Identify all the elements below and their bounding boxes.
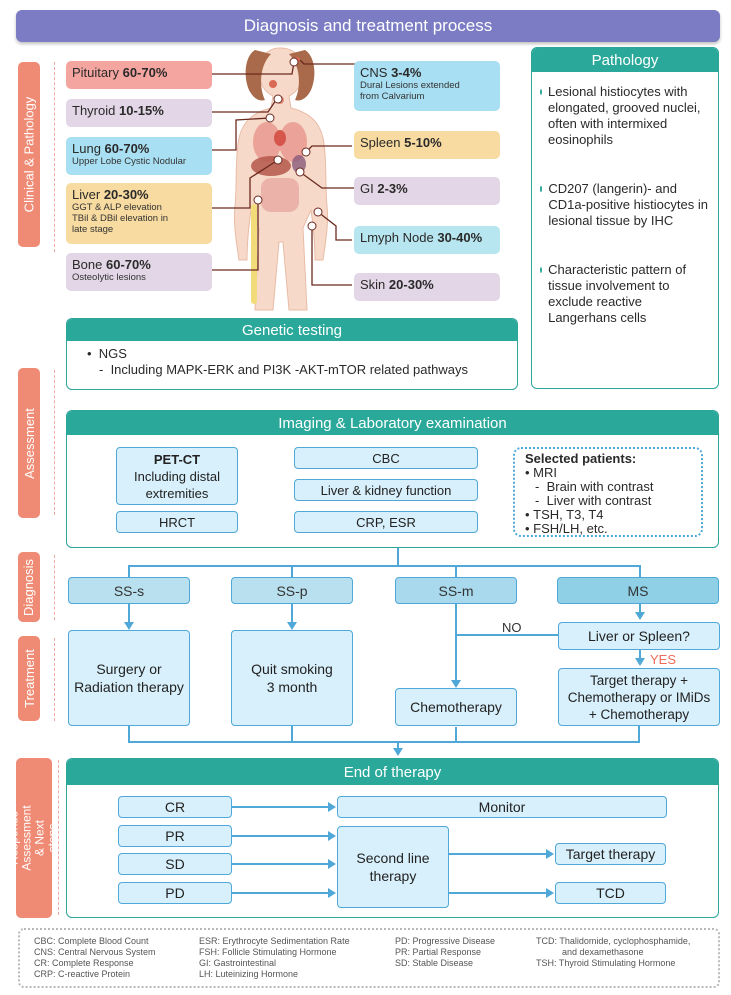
treatment-arrows	[124, 604, 645, 756]
target-therapy-box: Target therapy	[555, 843, 666, 865]
hrct-box: HRCT	[116, 511, 238, 533]
organ-bone: Bone 60-70%Osteolytic lesions	[66, 253, 212, 291]
pathology-title: Pathology	[532, 48, 718, 72]
organ-pituitary: Pituitary 60-70%	[66, 61, 212, 89]
clinical-bracket	[54, 62, 55, 252]
diagnosis-sss: SS-s	[68, 577, 190, 604]
second-line-box: Second line therapy	[337, 826, 449, 908]
pathology-panel: Pathology Lesional histiocytes with elon…	[531, 47, 719, 389]
organ-lymph-node: Lmyph Node 30-40%	[354, 226, 500, 254]
flow-line	[639, 565, 641, 577]
diagnosis-ssp: SS-p	[231, 577, 353, 604]
monitor-box: Monitor	[337, 796, 667, 818]
crp-esr-box: CRP, ESR	[294, 511, 478, 533]
pathology-list: Lesional histiocytes with elongated, gro…	[532, 72, 718, 326]
flow-line	[291, 565, 293, 577]
diagnosis-ssm: SS-m	[395, 577, 517, 604]
organ-skin: Skin 20-30%	[354, 273, 500, 301]
abbreviation-legend	[18, 928, 720, 988]
organ-gi: GI 2-3%	[354, 177, 500, 205]
section-tab-diagnosis: Diagnosis	[18, 552, 40, 622]
diagnosis-bracket	[54, 555, 55, 620]
response-bracket	[58, 760, 59, 915]
response-pd: PD	[118, 882, 232, 904]
surgery-radiation-box: Surgery or Radiation therapy	[68, 630, 190, 726]
flow-line	[128, 565, 640, 567]
legend-column: PD: Progressive Disease PR: Partial Resp…	[395, 936, 496, 968]
pathology-item: CD207 (langerin)- and CD1a-positive hist…	[540, 181, 710, 229]
organ-thyroid: Thyroid 10-15%	[66, 99, 212, 127]
response-arrows	[232, 802, 554, 898]
organ-lung: Lung 60-70%Upper Lobe Cystic Nodular	[66, 137, 212, 175]
imaging-title: Imaging & Laboratory examination	[67, 411, 718, 435]
chemotherapy-box: Chemotherapy	[395, 688, 517, 726]
response-cr: CR	[118, 796, 232, 818]
pathology-item: Lesional histiocytes with elongated, gro…	[540, 84, 710, 148]
treatment-bracket	[54, 638, 55, 721]
section-tab-assessment: Assessment	[18, 368, 40, 518]
cbc-box: CBC	[294, 447, 478, 469]
flow-line	[128, 565, 130, 577]
yes-label: YES	[650, 652, 677, 667]
assessment-bracket	[54, 370, 55, 515]
selected-patients-box: Selected patients: • MRI - Brain with co…	[513, 447, 703, 537]
page-title: Diagnosis and treatment process	[16, 10, 720, 42]
response-sd: SD	[118, 853, 232, 875]
legend-column: CBC: Complete Blood Count CNS: Central N…	[34, 936, 156, 979]
flow-line	[397, 548, 399, 566]
end-of-therapy-title: End of therapy	[67, 759, 718, 785]
liver-kidney-box: Liver & kidney function	[294, 479, 478, 501]
response-pr: PR	[118, 825, 232, 847]
flow-line	[455, 565, 457, 577]
pathology-item: Characteristic pattern of tissue involve…	[540, 262, 710, 326]
organ-connectors	[212, 57, 358, 286]
diagnosis-ms: MS	[557, 577, 719, 604]
legend-column: ESR: Erythrocyte Sedimentation Rate FSH:…	[199, 936, 350, 979]
genetic-testing-panel: Genetic testing • NGS - Including MAPK-E…	[66, 318, 518, 390]
organ-spleen: Spleen 5-10%	[354, 131, 500, 159]
section-tab-response: Response Assessment & Next steps	[7, 758, 60, 918]
legend-column: TCD: Thalidomide, cyclophosphamide, and …	[536, 936, 691, 968]
genetic-testing-title: Genetic testing	[67, 319, 517, 341]
quit-smoking-box: Quit smoking 3 month	[231, 630, 353, 726]
tcd-box: TCD	[555, 882, 666, 904]
section-tab-clinical: Clinical & Pathology	[18, 62, 40, 247]
target-therapy-chemo-box: Target therapy + Chemotherapy or IMiDs +…	[558, 668, 720, 726]
no-label: NO	[502, 620, 522, 635]
section-tab-treatment: Treatment	[18, 636, 40, 721]
liver-spleen-question: Liver or Spleen?	[558, 622, 720, 650]
